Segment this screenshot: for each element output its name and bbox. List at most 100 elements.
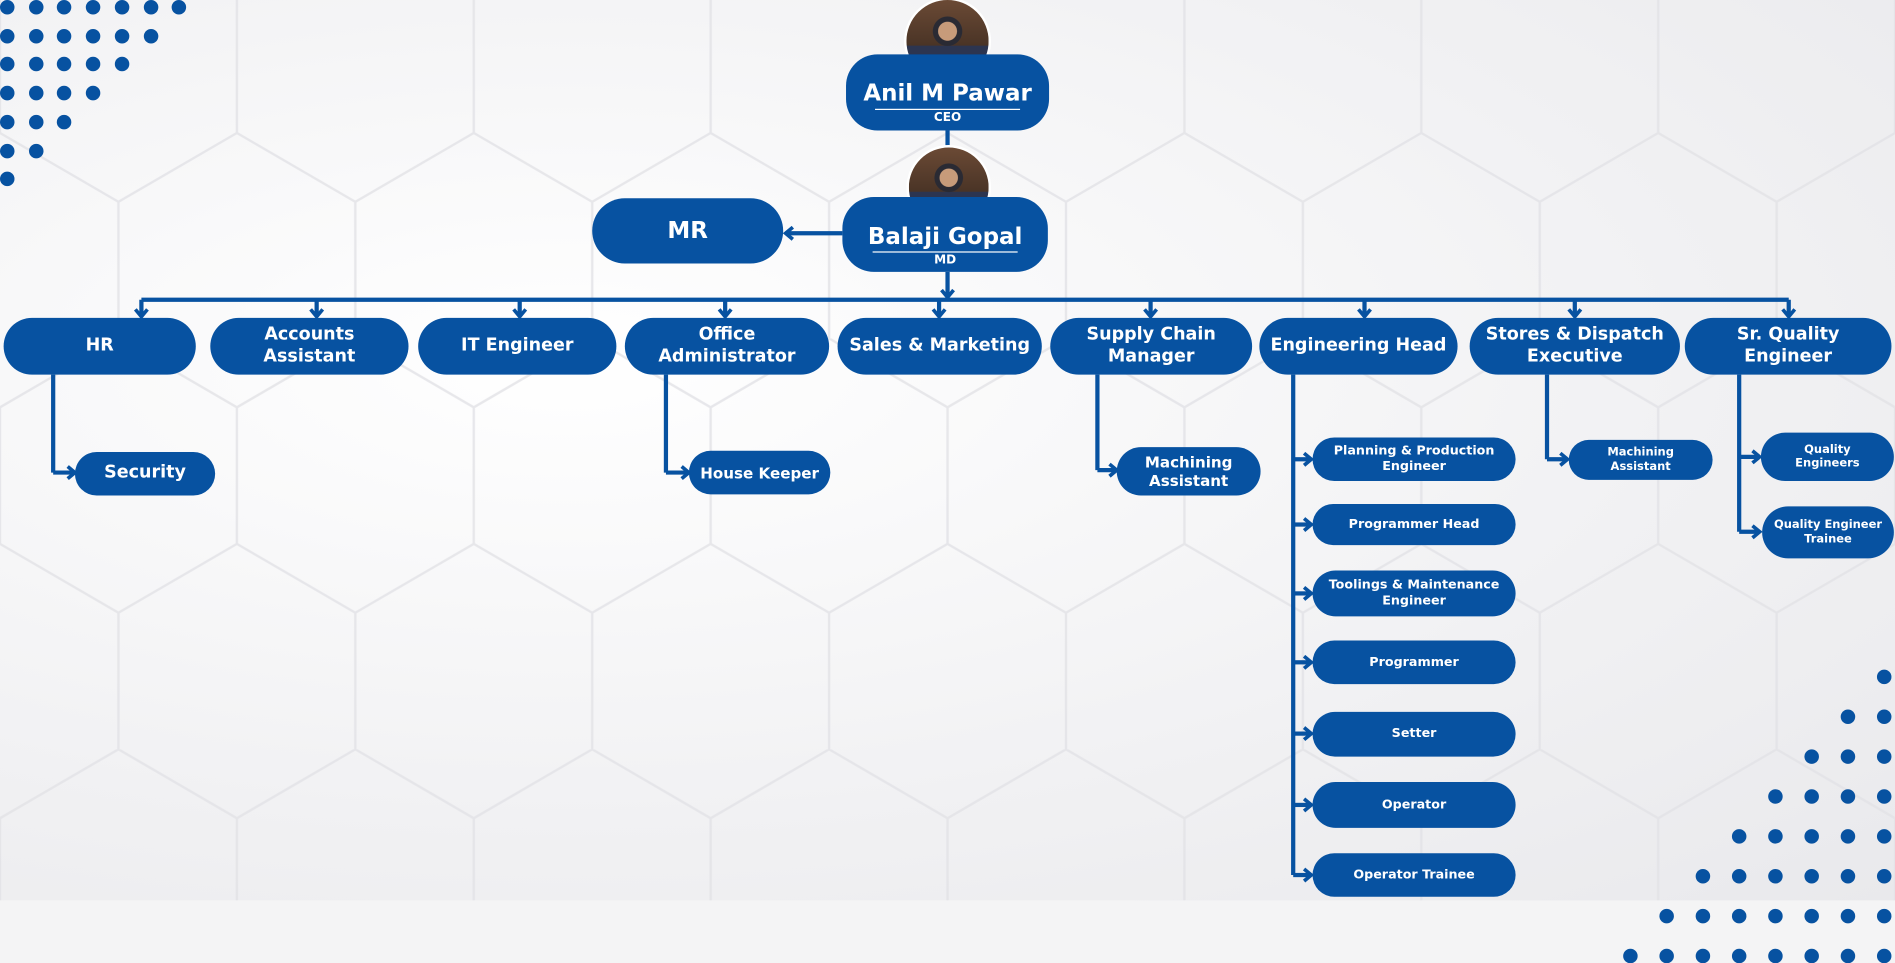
engineering-sub-node-3[interactable]: Programmer [1312,640,1516,685]
decor-dot [0,143,15,158]
decor-dot [1840,749,1856,764]
arrow-down-icon [512,308,528,320]
decor-dot [1840,789,1856,804]
decor-dot [1804,868,1819,884]
dept-node-3-label: Office Administrator [658,325,796,366]
arrow-right-icon [1751,449,1763,465]
office-sub-node-0-label: House Keeper [700,463,819,482]
supply-sub-node-0[interactable]: Machining Assistant [1116,447,1261,496]
arrow-right-icon [1302,867,1315,883]
md-name: Balaji Gopal [867,223,1023,250]
decor-dot [1876,669,1892,685]
engineering-sub-node-4[interactable]: Setter [1312,711,1516,757]
engineering-sub-node-4-label: Setter [1391,726,1437,742]
arrow-right-icon [66,465,78,480]
dept-node-4[interactable]: Sales & Marketing [837,317,1042,375]
decor-dot [1695,868,1711,884]
decor-dot [1804,908,1819,924]
engineering-sub-node-6[interactable]: Operator Trainee [1312,853,1516,897]
engineering-sub-node-2[interactable]: Toolings & Maintenance Engineer [1312,570,1516,617]
decor-dot [171,0,187,15]
dept-node-7[interactable]: Stores & Dispatch Executive [1469,317,1680,375]
decor-dot [28,0,44,15]
decor-dot [0,28,15,44]
arrow-right-icon [1302,517,1315,532]
dept-node-2-label: IT Engineer [461,335,574,356]
decor-dot [143,28,158,44]
decor-dot [57,114,72,130]
quality-sub-node-0-label: Quality Engineers [1795,443,1860,471]
dept-node-1[interactable]: Accounts Assistant [210,317,409,375]
supply-sub-node-0-label: Machining Assistant [1144,453,1233,490]
arrow-down-icon [1143,308,1159,320]
engineering-sub-node-5[interactable]: Operator [1312,781,1516,828]
decor-dot [0,85,15,101]
dept-node-5[interactable]: Supply Chain Manager [1050,317,1253,375]
decor-dot [1840,829,1856,844]
dept-node-5-label: Supply Chain Manager [1086,325,1216,366]
decor-dot [1731,908,1747,924]
quality-sub-node-0[interactable]: Quality Engineers [1760,432,1894,482]
dept-node-0-label: HR [85,335,114,356]
ceo-name: Anil M Pawar [863,79,1032,107]
decor-dot [57,0,72,15]
decor-dot [1768,948,1783,963]
mr-label: MR [667,217,708,244]
hr-sub-node-0[interactable]: Security [74,452,216,496]
decor-dot [28,114,44,130]
arrow-right-icon [1559,451,1571,467]
dept-node-0[interactable]: HR [3,317,196,375]
dept-node-2[interactable]: IT Engineer [418,317,617,375]
engineering-sub-node-0[interactable]: Planning & Production Engineer [1312,437,1516,482]
arrow-down-icon [133,308,149,320]
mr-node[interactable]: MR [592,198,784,264]
md-node[interactable]: Balaji Gopal MD [842,197,1048,272]
arrow-left-icon [782,225,795,241]
arrow-right-icon [1108,462,1120,478]
engineering-sub-node-1[interactable]: Programmer Head [1312,503,1516,546]
stores-sub-node-0[interactable]: Machining Assistant [1568,439,1713,480]
decor-dot [85,57,101,72]
connector-lines [51,130,1797,883]
decor-dot [1840,709,1856,724]
decor-dot [1768,908,1783,924]
hr-sub-node-0-label: Security [104,463,186,483]
arrow-right-icon [1302,585,1315,601]
decor-dot [1768,868,1783,884]
office-sub-node-0[interactable]: House Keeper [688,450,831,495]
decor-dot [1804,948,1819,963]
decor-dot [57,28,72,44]
decor-dot [1623,948,1638,963]
decor-dot [114,57,130,72]
engineering-sub-node-5-label: Operator [1381,797,1447,812]
ceo-node[interactable]: Anil M Pawar CEO [846,54,1050,131]
decor-dot [1876,868,1892,884]
decor-dot [0,0,15,15]
decor-dot [28,143,44,158]
dept-node-3[interactable]: Office Administrator [624,317,830,375]
quality-sub-node-1-label: Quality Engineer Trainee [1773,518,1883,546]
dept-node-8-label: Sr. Quality Engineer [1736,325,1840,366]
decor-dot [1804,749,1819,764]
arrow-down-icon [309,308,325,320]
arrow-down-icon [1567,308,1583,320]
decor-dot [1876,948,1892,963]
decor-dot [85,85,101,101]
decor-dot [114,28,130,44]
stores-sub-node-0-label: Machining Assistant [1607,446,1674,474]
decor-dot [28,28,44,44]
dept-node-6[interactable]: Engineering Head [1259,317,1458,375]
dept-node-1-label: Accounts Assistant [263,325,356,366]
arrow-down-icon [717,308,733,320]
md-role: MD [872,251,1018,269]
engineering-sub-node-1-label: Programmer Head [1348,516,1480,532]
decor-dot [1876,749,1892,764]
arrow-down-icon [931,308,947,320]
decor-dot [0,114,15,130]
engineering-sub-node-3-label: Programmer [1369,654,1459,670]
quality-sub-node-1[interactable]: Quality Engineer Trainee [1762,506,1894,559]
arrow-right-icon [1751,524,1763,540]
decor-dot [114,0,130,15]
dept-node-8[interactable]: Sr. Quality Engineer [1684,317,1892,375]
decor-dot [28,85,44,101]
